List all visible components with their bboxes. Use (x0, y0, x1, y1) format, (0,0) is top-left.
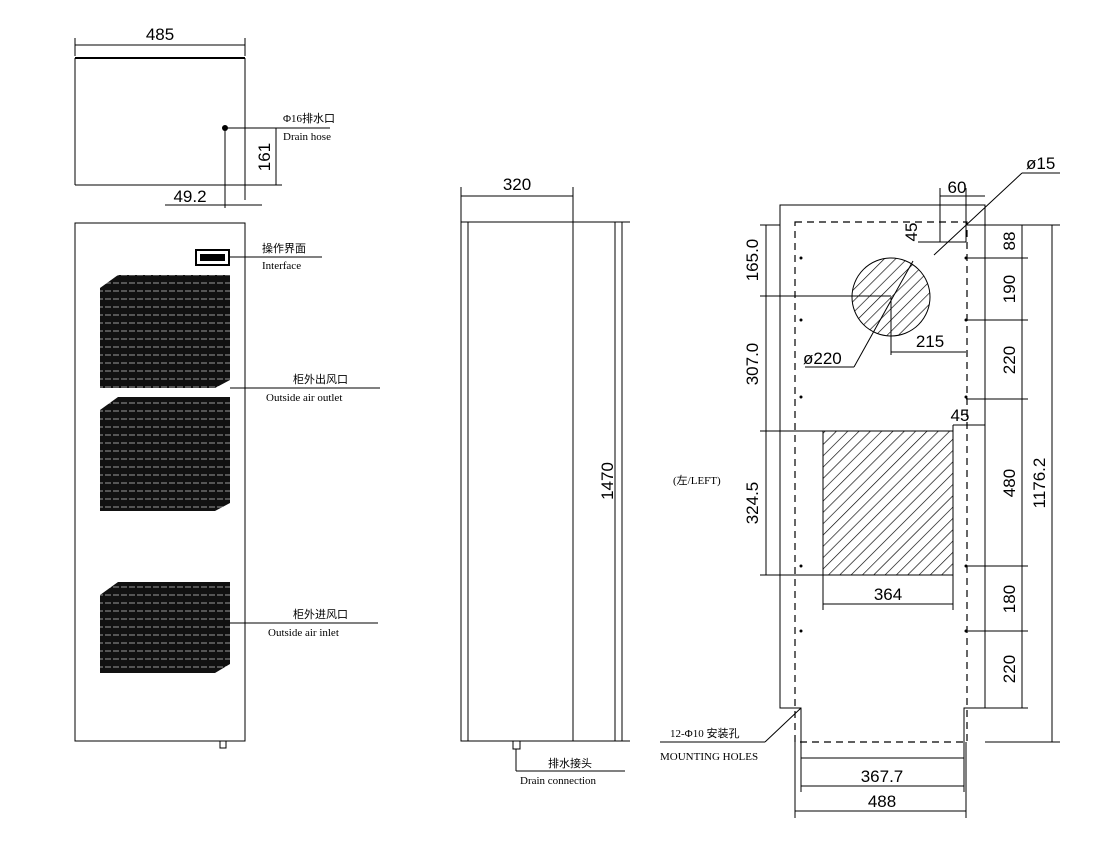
dim-367-7: 367.7 (861, 767, 904, 786)
dim-60: 60 (948, 178, 967, 197)
dim-488: 488 (868, 792, 896, 811)
dim-45-mid: 45 (951, 406, 970, 425)
dim-324: 324.5 (743, 482, 762, 525)
dim-485: 485 (146, 25, 174, 44)
cutout-dashed-outline (794, 221, 968, 743)
dim-320: 320 (503, 175, 531, 194)
dim-49-2: 49.2 (173, 187, 206, 206)
rect-cutout (822, 430, 954, 576)
drain-hose-en: Drain hose (283, 131, 331, 143)
top-view: 485 Φ16排水口 Drain hose 161 49.2 (74, 25, 335, 208)
dim-364: 364 (874, 585, 902, 604)
dim-161: 161 (255, 143, 274, 171)
drain-conn-en: Drain connection (520, 775, 597, 787)
outlet-en: Outside air outlet (266, 392, 342, 404)
dim-hole-15: ø15 (1026, 154, 1055, 173)
dim-190: 190 (1000, 275, 1019, 303)
dim-1176: 1176.2 (1030, 458, 1049, 509)
dim-88: 88 (1000, 232, 1019, 251)
interface-en: Interface (262, 260, 301, 272)
drain-conn-cn: 排水接头 (548, 756, 592, 770)
interface-cn: 操作界面 (262, 241, 306, 255)
dim-307: 307.0 (743, 343, 762, 386)
dim-45-top: 45 (902, 223, 921, 242)
dim-1470: 1470 (598, 462, 617, 500)
inlet-en: Outside air inlet (268, 627, 339, 639)
outlet-cn: 柜外出风口 (293, 372, 348, 386)
inlet-louver (100, 582, 230, 673)
drain-connector (512, 740, 521, 750)
mounting-cn: 12-Φ10 安装孔 (670, 726, 739, 740)
front-view: 操作界面 Interface 柜外出风口 Outside air outlet … (74, 222, 380, 749)
inlet-cn: 柜外进风口 (293, 608, 348, 621)
outlet-louver-upper (100, 275, 230, 388)
mounting-en: MOUNTING HOLES (660, 751, 758, 763)
dim-165: 165.0 (743, 239, 762, 282)
dim-180: 180 (1000, 585, 1019, 613)
dim-480: 480 (1000, 469, 1019, 497)
side-view: 320 1470 排水接头 Drain connection (460, 175, 630, 787)
outlet-louver-lower (100, 397, 230, 511)
drain-hose-cn: Φ16排水口 (283, 111, 335, 125)
dim-220-lower: 220 (1000, 655, 1019, 683)
dim-215: 215 (916, 332, 944, 351)
dim-circle-220: ø220 (803, 349, 842, 368)
left-label: (左/LEFT) (673, 474, 721, 487)
cutout-view: 215 ø220 60 45 ø15 364 45 165.0 307.0 32… (660, 154, 1060, 818)
dim-220-upper: 220 (1000, 346, 1019, 374)
